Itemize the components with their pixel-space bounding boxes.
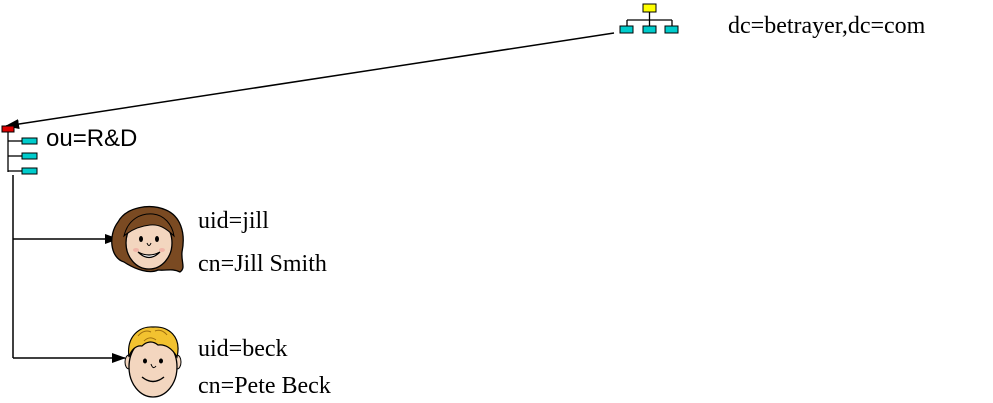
root-dn-label: dc=betrayer,dc=com (728, 13, 926, 39)
woman-face-icon (111, 206, 184, 273)
network-tree-icon (619, 3, 679, 34)
jill-cn-label: cn=Jill Smith (198, 251, 327, 277)
root-to-ou-arrow (5, 32, 615, 129)
man-face-icon (124, 326, 182, 398)
beck-uid-label: uid=beck (198, 336, 288, 362)
beck-cn-label: cn=Pete Beck (198, 373, 331, 399)
org-unit-tree-icon (1, 125, 38, 175)
jill-uid-label: uid=jill (198, 208, 269, 234)
ou-dn-label: ou=R&D (46, 125, 138, 152)
